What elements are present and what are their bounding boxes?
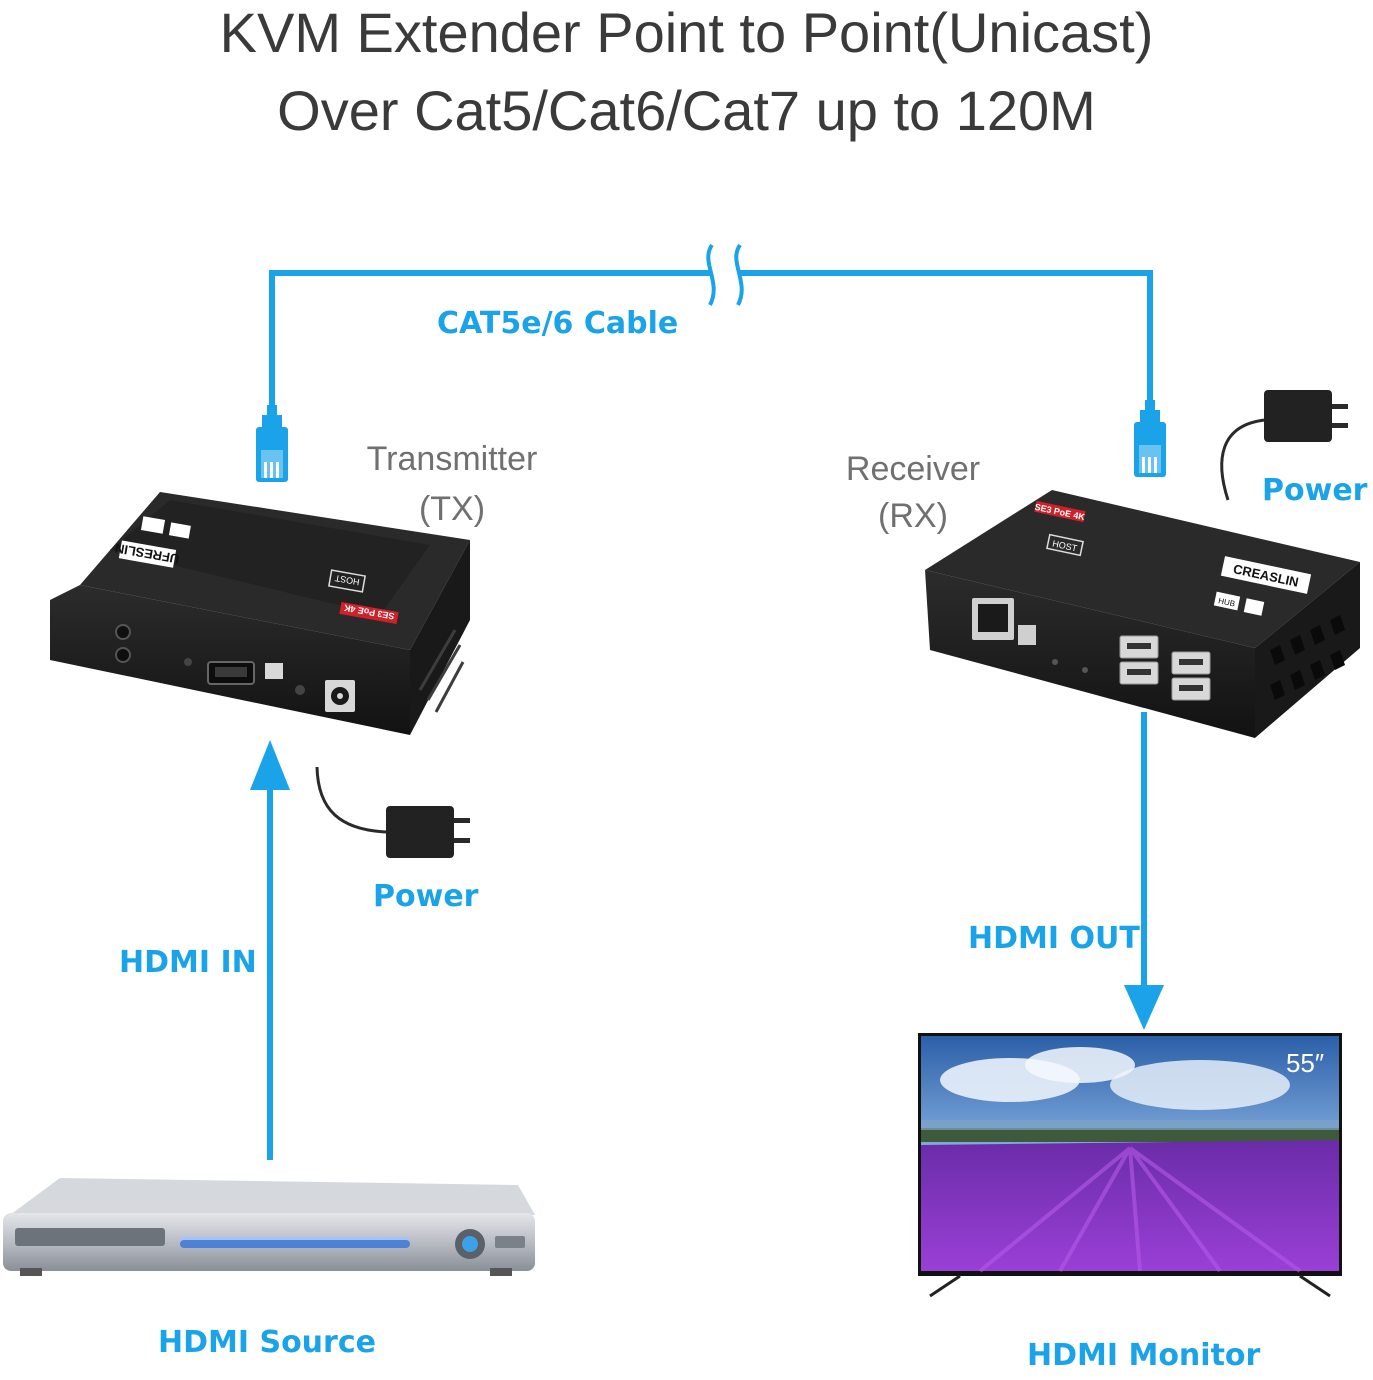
cat-cable bbox=[269, 243, 1153, 410]
diagram-title-line2: Over Cat5/Cat6/Cat7 up to 120M bbox=[277, 79, 1096, 142]
hdmi-monitor-label: HDMI Monitor bbox=[1027, 1338, 1261, 1373]
tv-size-text: 55″ bbox=[1286, 1048, 1324, 1078]
rx-usb-ports bbox=[1119, 635, 1211, 701]
transmitter-label: Transmitter bbox=[366, 440, 538, 478]
power-adapter-rx-icon bbox=[1220, 390, 1348, 501]
rj45-plug-tx-icon bbox=[256, 405, 288, 482]
cable-break-mark-right bbox=[734, 243, 744, 306]
cable-label: CAT5e/6 Cable bbox=[437, 306, 679, 341]
tx-host-text: HOST bbox=[334, 573, 361, 587]
hdmi-source-label: HDMI Source bbox=[158, 1325, 376, 1360]
power-adapter-tx-icon bbox=[315, 766, 470, 858]
diagram-title-line1: KVM Extender Point to Point(Unicast) bbox=[219, 1, 1154, 64]
rx-hub-text: HUB bbox=[1217, 596, 1235, 608]
cable-right-segment bbox=[740, 270, 1153, 405]
hdmi-out-arrow bbox=[1124, 712, 1164, 1030]
cable-break-mark-left bbox=[706, 243, 716, 306]
rj45-plug-rx-icon bbox=[1134, 400, 1166, 477]
hdmi-in-label: HDMI IN bbox=[119, 945, 257, 980]
transmitter-abbr-label: (TX) bbox=[418, 490, 486, 528]
cable-left-segment bbox=[269, 270, 710, 410]
power-tx-label: Power bbox=[373, 879, 479, 914]
hdmi-out-label: HDMI OUT bbox=[968, 921, 1140, 956]
hdmi-in-arrow bbox=[250, 740, 290, 1160]
receiver-label: Receiver bbox=[845, 450, 981, 488]
transmitter-device: UFRESLIN SE3 PoE 4K HOST bbox=[50, 492, 470, 735]
tv-monitor-icon: 55″ bbox=[918, 1033, 1342, 1298]
dvd-player-icon bbox=[3, 1178, 535, 1276]
power-rx-label: Power bbox=[1262, 473, 1368, 508]
receiver-device: SE3 PoE 4K HOST CREASLIN HUB bbox=[925, 490, 1360, 738]
receiver-abbr-label: (RX) bbox=[878, 497, 948, 535]
